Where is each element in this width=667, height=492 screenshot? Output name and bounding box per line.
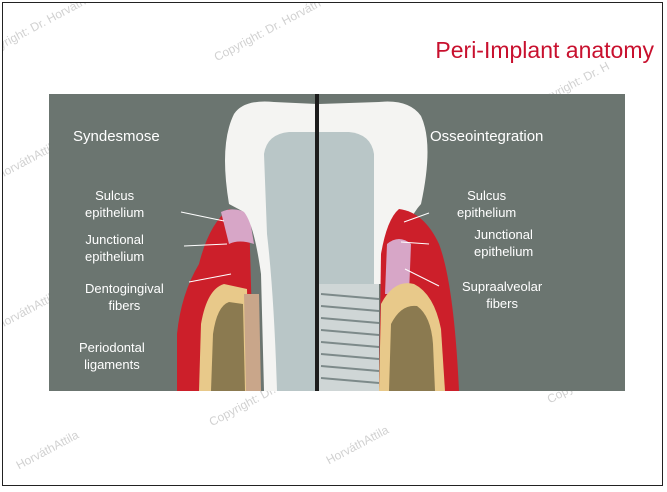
label-periodontal-ligaments: Periodontal ligaments [79,339,145,373]
abutment [319,132,374,284]
heading-osseointegration: Osseointegration [430,128,543,145]
watermark: HorváthAttila [324,423,391,468]
slide-title: Peri-Implant anatomy [435,37,654,64]
periodontal-ligament [244,294,261,391]
implant-body [319,284,379,391]
watermark: Copyright: Dr. Horváth [212,2,323,64]
label-sulcus-epithelium-left: Sulcus epithelium [85,187,144,221]
label-junctional-epithelium-right: Junctional epithelium [474,226,533,260]
peri-implant-diagram: Syndesmose Osseointegration Sulcus epith… [49,94,625,391]
heading-syndesmose: Syndesmose [73,128,160,145]
divider-line [315,94,319,391]
label-supraalveolar-fibers: Supraalveolar fibers [462,278,542,312]
label-junctional-epithelium-left: Junctional epithelium [85,231,144,265]
watermark: Copyright: Dr. Horváth [2,2,88,62]
slide: Copyright: Dr. Horváth Copyright: Dr. Ho… [2,2,663,486]
watermark: HorváthAttila [14,428,81,473]
label-sulcus-epithelium-right: Sulcus epithelium [457,187,516,221]
label-dentogingival-fibers: Dentogingival fibers [85,280,164,314]
